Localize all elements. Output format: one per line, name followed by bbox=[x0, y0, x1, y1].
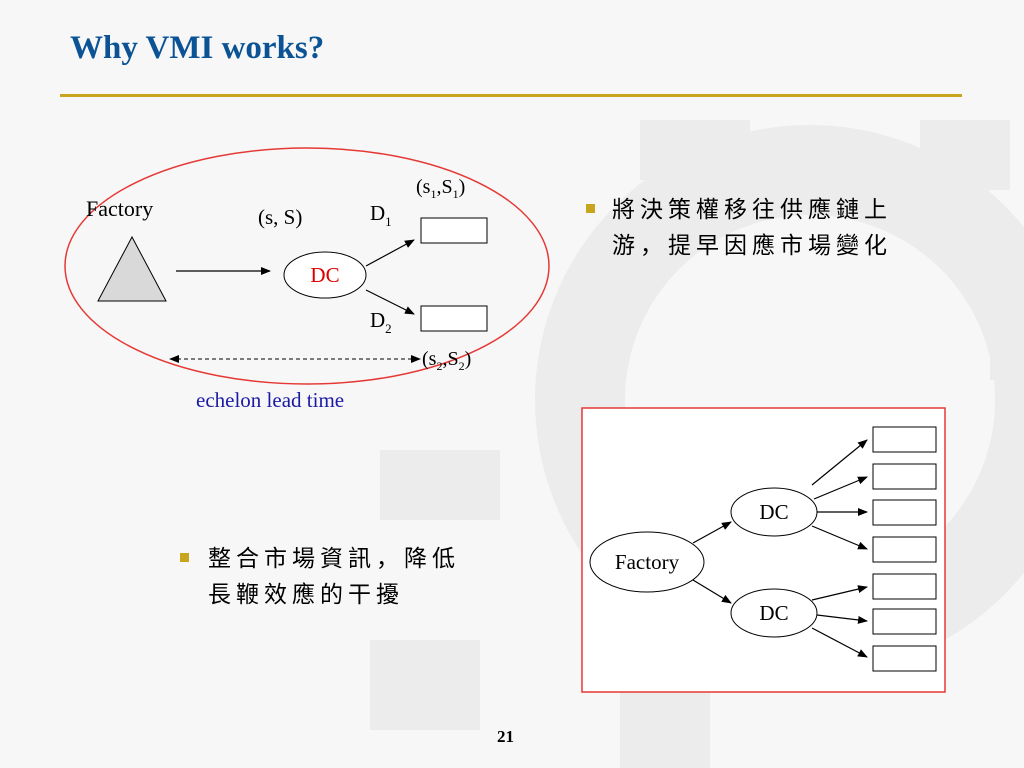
d1-box bbox=[420, 217, 488, 244]
retailer-box bbox=[872, 608, 937, 635]
page-number: 21 bbox=[497, 727, 514, 746]
s1-S1-label: (s1,S1) bbox=[416, 176, 465, 201]
factory-to-dc-bottom-arrow bbox=[692, 579, 732, 604]
s2-S2-label: (s2,S2) bbox=[422, 348, 471, 373]
dc-top-label: DC bbox=[759, 500, 788, 524]
retailer-box bbox=[872, 499, 937, 526]
scope-ellipse bbox=[64, 147, 550, 385]
dc-bottom-label: DC bbox=[759, 601, 788, 625]
d1-label: D1 bbox=[370, 201, 392, 229]
retailer-box bbox=[872, 426, 937, 453]
dc-top-to-d2-arrow bbox=[813, 476, 868, 500]
bullet-marker bbox=[586, 204, 595, 213]
dc-bottom-to-d5-arrow bbox=[811, 585, 868, 601]
bullet-integration: 整合市場資訊，降低 長鞭效應的干擾 bbox=[208, 541, 460, 613]
bullet-line: 將決策權移往供應鏈上 bbox=[612, 197, 892, 223]
dc-bottom-to-d6-arrow bbox=[816, 614, 868, 624]
title-divider bbox=[60, 94, 962, 97]
dc-node bbox=[283, 251, 367, 299]
dc-bottom-node bbox=[730, 588, 818, 638]
d2-label: D2 bbox=[370, 308, 392, 336]
d2-box bbox=[420, 305, 488, 332]
retailer-box bbox=[872, 573, 937, 600]
factory-node-label: Factory bbox=[615, 550, 680, 574]
slide-title: Why VMI works? bbox=[70, 30, 325, 66]
factory-triangle bbox=[97, 235, 167, 302]
bullet-line: 游，提早因應市場變化 bbox=[612, 233, 892, 259]
factory-node bbox=[589, 531, 705, 593]
dc-label: DC bbox=[310, 263, 339, 287]
policy-label: (s, S) bbox=[258, 205, 302, 229]
retailer-box bbox=[872, 645, 937, 672]
bullet-decision: 將決策權移往供應鏈上 游，提早因應市場變化 bbox=[612, 192, 892, 264]
bullet-marker bbox=[180, 553, 189, 562]
retailer-box bbox=[872, 536, 937, 563]
bullet-line: 整合市場資訊，降低 bbox=[208, 546, 460, 572]
dc-top-to-d4-arrow bbox=[811, 525, 868, 550]
dc-to-d2-arrow bbox=[365, 289, 415, 315]
dc-to-d1-arrow bbox=[365, 239, 415, 267]
echelon-label: echelon lead time bbox=[196, 388, 344, 412]
dc-top-to-d1-arrow bbox=[811, 439, 868, 486]
retailer-box bbox=[872, 463, 937, 490]
dc-bottom-to-d7-arrow bbox=[811, 627, 868, 658]
factory-to-dc-top-arrow bbox=[692, 521, 732, 544]
bullet-line: 長鞭效應的干擾 bbox=[208, 582, 404, 608]
factory-label: Factory bbox=[86, 196, 153, 221]
